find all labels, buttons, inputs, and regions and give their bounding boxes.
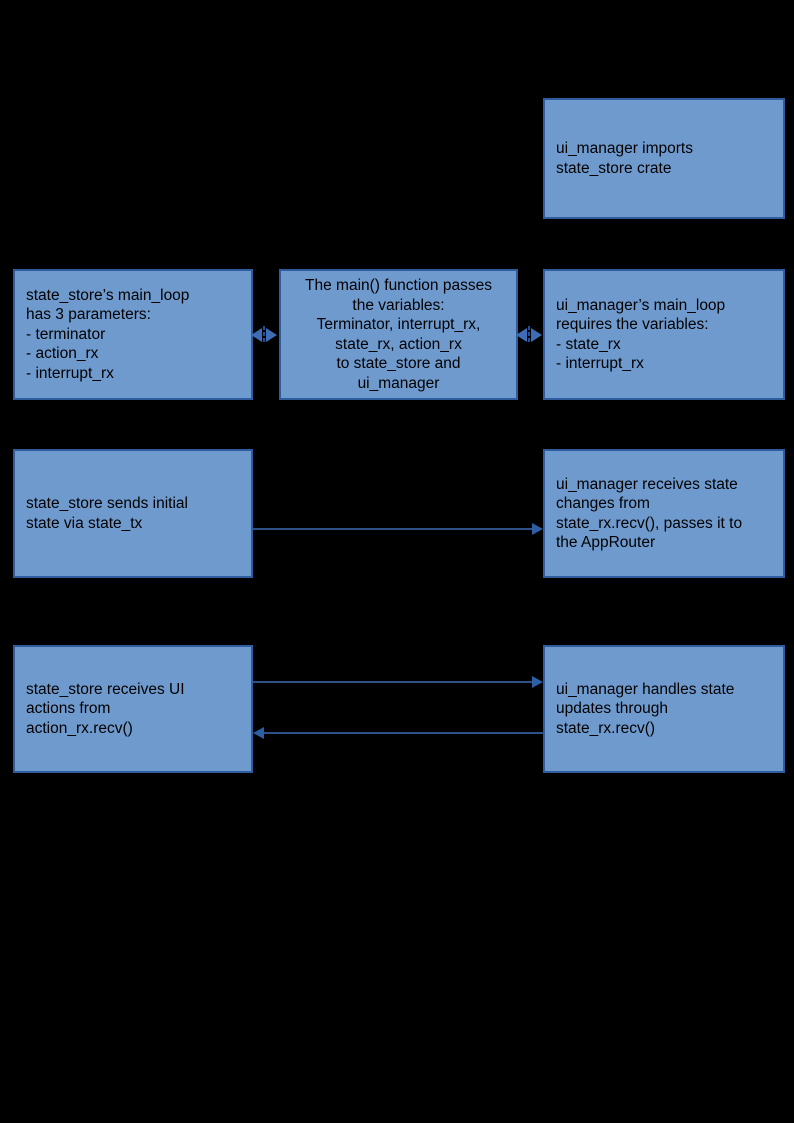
box-ui-manager-handles: ui_manager handles state updates through… xyxy=(543,645,785,773)
box-ui-manager-imports: ui_manager imports state_store crate xyxy=(543,98,785,219)
box-main-function: The main() function passes the variables… xyxy=(279,269,518,400)
box-ui-manager-receives: ui_manager receives state changes from s… xyxy=(543,449,785,578)
box-ui-manager-handles-text: ui_manager handles state updates through… xyxy=(556,680,735,737)
box-state-store-receives: state_store receives UI actions from act… xyxy=(13,645,253,773)
box-state-store-sends: state_store sends initial state via stat… xyxy=(13,449,253,578)
box-state-store-main-loop: state_store’s main_loop has 3 parameters… xyxy=(13,269,253,400)
box-ui-manager-main-loop-text: ui_manager’s main_loop requires the vari… xyxy=(556,296,726,373)
double-arrow-icon xyxy=(251,326,277,344)
box-state-store-receives-text: state_store receives UI actions from act… xyxy=(26,680,185,737)
box-ui-manager-main-loop: ui_manager’s main_loop requires the vari… xyxy=(543,269,785,400)
right-arrow-icon xyxy=(253,523,543,535)
box-ui-manager-imports-text: ui_manager imports state_store crate xyxy=(556,140,693,177)
box-main-function-text: The main() function passes the variables… xyxy=(305,277,492,392)
left-arrow-icon xyxy=(253,727,543,739)
box-ui-manager-receives-text: ui_manager receives state changes from s… xyxy=(556,475,743,552)
box-state-store-sends-text: state_store sends initial state via stat… xyxy=(26,495,188,532)
box-state-store-main-loop-text: state_store’s main_loop has 3 parameters… xyxy=(26,286,190,382)
right-arrow-icon xyxy=(253,676,543,688)
double-arrow-icon xyxy=(516,326,542,344)
